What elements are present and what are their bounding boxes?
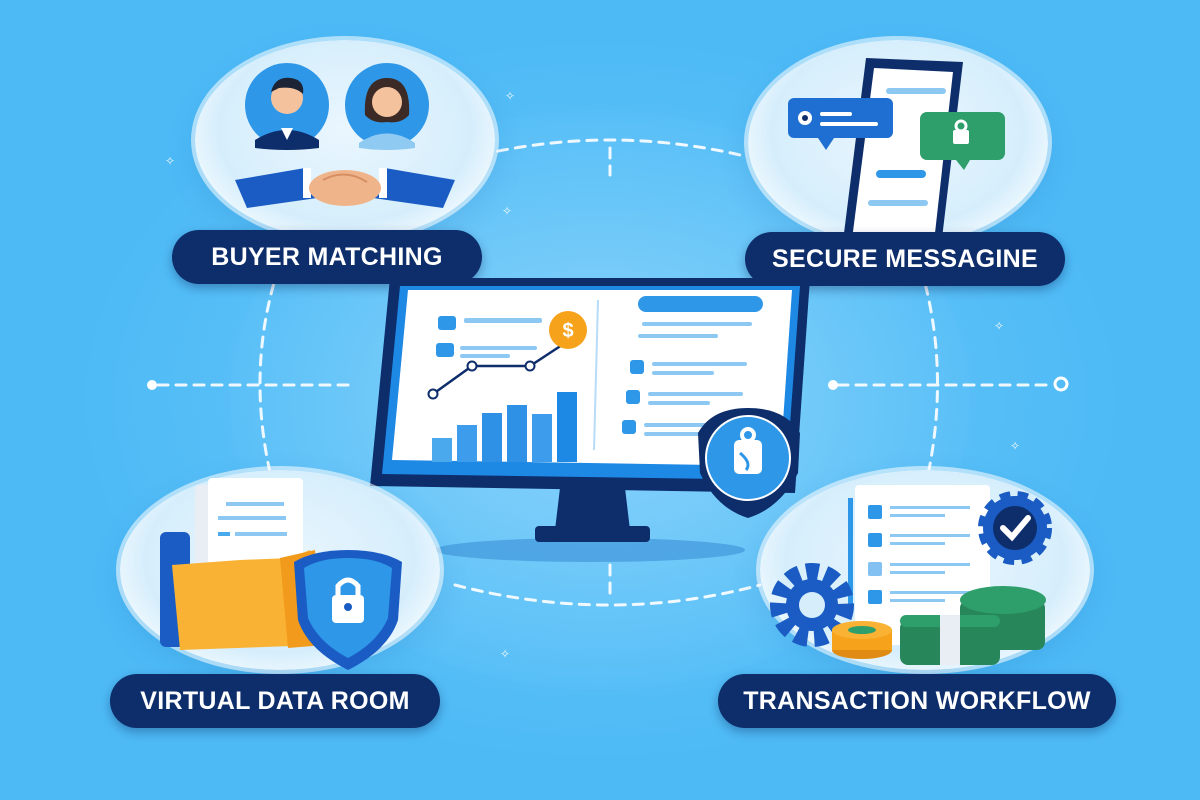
secure-messaging-bubble (748, 40, 1048, 245)
sparkle-icon: ✧ (165, 154, 176, 168)
transaction-workflow-bubble (760, 470, 1090, 670)
coin-stack-icon (832, 621, 892, 659)
dollar-coin-icon: $ (549, 311, 587, 349)
sparkle-icon: ✧ (505, 89, 516, 103)
chat-bubble-icon (788, 98, 893, 150)
checklist-icon (848, 485, 990, 645)
secure-messaging-label: SECURE MESSAGINE (745, 232, 1065, 286)
money-bag-shield-icon (698, 408, 800, 518)
buyer-matching-label: BUYER MATCHING (172, 230, 482, 284)
svg-text:$: $ (562, 320, 573, 342)
gear-check-icon (978, 491, 1052, 565)
bar-chart-icon (427, 316, 577, 462)
virtual-data-room-bubble (120, 470, 440, 670)
shield-lock-icon (294, 550, 402, 670)
sparkle-icon: ✧ (500, 647, 511, 661)
cash-stacks-icon (900, 586, 1046, 665)
sparkle-icon: ✧ (1010, 439, 1021, 453)
sparkle-icon: ✧ (994, 319, 1005, 333)
lock-chat-bubble-icon (920, 112, 1005, 170)
buyer-matching-bubble (195, 40, 495, 240)
virtual-data-room-label: VIRTUAL DATA ROOM (110, 674, 440, 728)
woman-avatar-icon (345, 63, 429, 150)
handshake-icon (235, 168, 455, 208)
sparkle-icon: ✧ (502, 204, 513, 218)
gear-icon (770, 563, 854, 647)
man-avatar-icon (245, 63, 329, 150)
checklist-icon (622, 296, 763, 436)
dashboard-monitor: $ (360, 268, 830, 568)
transaction-workflow-label: TRANSACTION WORKFLOW (718, 674, 1116, 728)
